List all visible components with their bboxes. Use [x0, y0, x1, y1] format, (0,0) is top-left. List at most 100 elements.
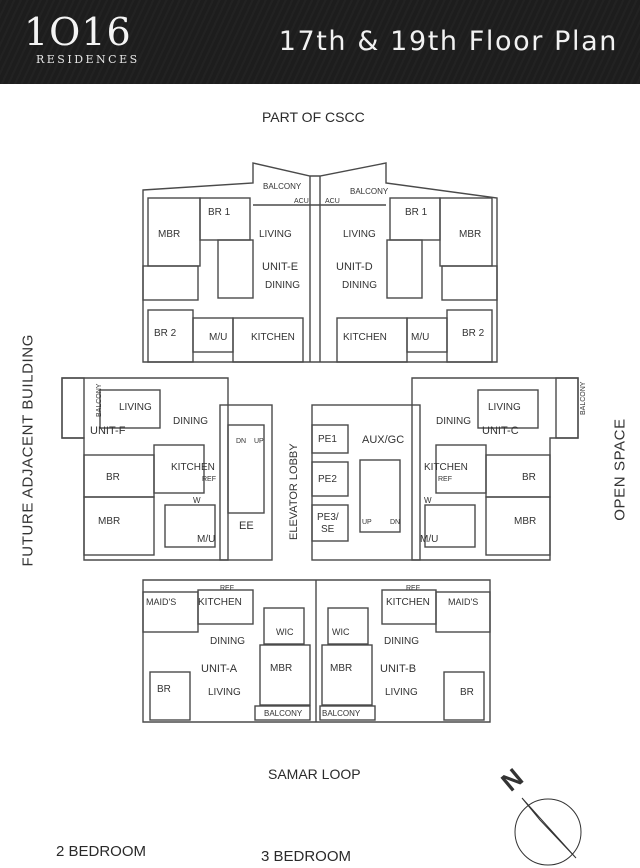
label-a-living: LIVING: [208, 687, 241, 698]
label-d-kitchen: KITCHEN: [343, 332, 387, 343]
label-a-br: BR: [157, 684, 171, 695]
room-b-br: [443, 671, 485, 721]
label-d-br2: BR 2: [462, 328, 485, 339]
label-a-mbr: MBR: [270, 663, 292, 674]
label-f-ref: REF: [202, 476, 216, 483]
label-a-balcony: BALCONY: [264, 709, 303, 718]
label-core-dn: DN: [236, 438, 246, 445]
label-d-mbr: MBR: [459, 229, 481, 240]
room-d-bath: [441, 265, 498, 301]
label-c-mu: M/U: [420, 534, 438, 545]
legend-two-bedroom: 2 BEDROOM: [56, 843, 147, 860]
room-e-stair-bath: [217, 239, 254, 299]
label-b-mbr: MBR: [330, 663, 352, 674]
room-c-kitchen: [435, 444, 487, 494]
label-e-living: LIVING: [259, 229, 292, 240]
label-f-living: LIVING: [119, 402, 152, 413]
label-bottom-samar-loop: SAMAR LOOP: [268, 766, 361, 782]
label-c-br: BR: [522, 472, 536, 483]
label-d-unit: UNIT-D: [336, 261, 373, 273]
stair-ee-flight: [227, 424, 265, 514]
room-d-kitchen: [336, 317, 408, 363]
label-f-mbr: MBR: [98, 516, 120, 527]
logo-wordmark: 1O16: [24, 10, 132, 54]
label-f-br: BR: [106, 472, 120, 483]
header-texture: [0, 0, 640, 84]
label-b-wic: WIC: [332, 627, 350, 637]
label-b-living: LIVING: [385, 687, 418, 698]
room-c-mbr: [485, 496, 551, 556]
room-a-wic: [263, 607, 305, 645]
label-c-living: LIVING: [488, 402, 521, 413]
plan-walls: [61, 162, 579, 723]
label-f-mu: M/U: [197, 534, 215, 545]
label-d-dining: DINING: [342, 280, 377, 291]
page-title: 17th & 19th Floor Plan: [278, 26, 618, 57]
room-b-mbr: [321, 644, 373, 706]
room-e-br1: [199, 197, 251, 241]
label-elevator-lobby: ELEVATOR LOBBY: [288, 443, 300, 540]
label-c-ref: REF: [438, 476, 452, 483]
room-f-living: [99, 389, 161, 429]
label-e-acu: ACU: [294, 198, 309, 205]
label-b-kitchen: KITCHEN: [386, 597, 430, 608]
room-pe3-se: [311, 504, 349, 542]
label-e-br1: BR 1: [208, 207, 231, 218]
label-f-w: W: [193, 496, 201, 505]
label-core-ee: EE: [239, 520, 254, 532]
room-c-bath: [424, 504, 476, 548]
room-e-bath: [142, 265, 199, 301]
label-f-balcony: BALCONY: [96, 383, 103, 417]
label-a-wic: WIC: [276, 627, 294, 637]
label-d-mu: M/U: [411, 332, 429, 343]
label-a-kitchen: KITCHEN: [198, 597, 242, 608]
label-core-pe1: PE1: [318, 434, 337, 445]
label-e-mbr: MBR: [158, 229, 180, 240]
room-pe2: [311, 461, 349, 497]
label-a-dining: DINING: [210, 636, 245, 647]
room-pe1: [311, 424, 349, 454]
label-b-unit: UNIT-B: [380, 663, 416, 675]
stair-ee-core: [219, 404, 273, 561]
label-e-mu: M/U: [209, 332, 227, 343]
label-core-se: SE: [321, 524, 335, 535]
room-a-mbr: [259, 644, 311, 706]
label-c-balcony: BALCONY: [580, 381, 587, 415]
label-f-kitchen: KITCHEN: [171, 462, 215, 473]
label-f-unit: UNIT-F: [90, 425, 126, 437]
label-core-up-2: UP: [362, 519, 372, 526]
label-core-up: UP: [254, 438, 264, 445]
room-d-br1: [389, 197, 441, 241]
room-a-kitchen: [197, 589, 254, 625]
room-a-balcony: [254, 705, 311, 721]
stair-aux-flight: [359, 459, 401, 533]
label-c-unit: UNIT-C: [482, 425, 519, 437]
label-b-ref: REF: [406, 585, 420, 592]
room-e-kitchen: [232, 317, 304, 363]
room-b-balcony: [319, 705, 376, 721]
label-d-living: LIVING: [343, 229, 376, 240]
room-c-br: [485, 454, 551, 498]
label-d-br1: BR 1: [405, 207, 428, 218]
room-labels: BALCONY ACU BR 1 MBR LIVING UNIT-E DININ…: [90, 182, 587, 718]
room-d-stair-bath: [386, 239, 423, 299]
room-f-kitchen: [153, 444, 205, 494]
label-a-unit: UNIT-A: [201, 663, 238, 675]
label-c-kitchen: KITCHEN: [424, 462, 468, 473]
room-f-balcony: [61, 377, 85, 439]
room-f-mbr: [83, 496, 155, 556]
label-f-dining: DINING: [173, 416, 208, 427]
label-e-br2: BR 2: [154, 328, 177, 339]
legend-three-bedroom: 3 BEDROOM: [261, 848, 352, 865]
label-c-w: W: [424, 496, 432, 505]
label-d-acu: ACU: [325, 198, 340, 205]
label-e-unit: UNIT-E: [262, 261, 298, 273]
label-d-balcony: BALCONY: [350, 187, 389, 196]
label-e-dining: DINING: [265, 280, 300, 291]
label-c-mbr: MBR: [514, 516, 536, 527]
header-banner: 1O16 RESIDENCES 17th & 19th Floor Plan: [0, 0, 640, 84]
room-f-bath: [164, 504, 216, 548]
room-c-living: [477, 389, 539, 429]
logo-subtitle: RESIDENCES: [36, 53, 140, 66]
